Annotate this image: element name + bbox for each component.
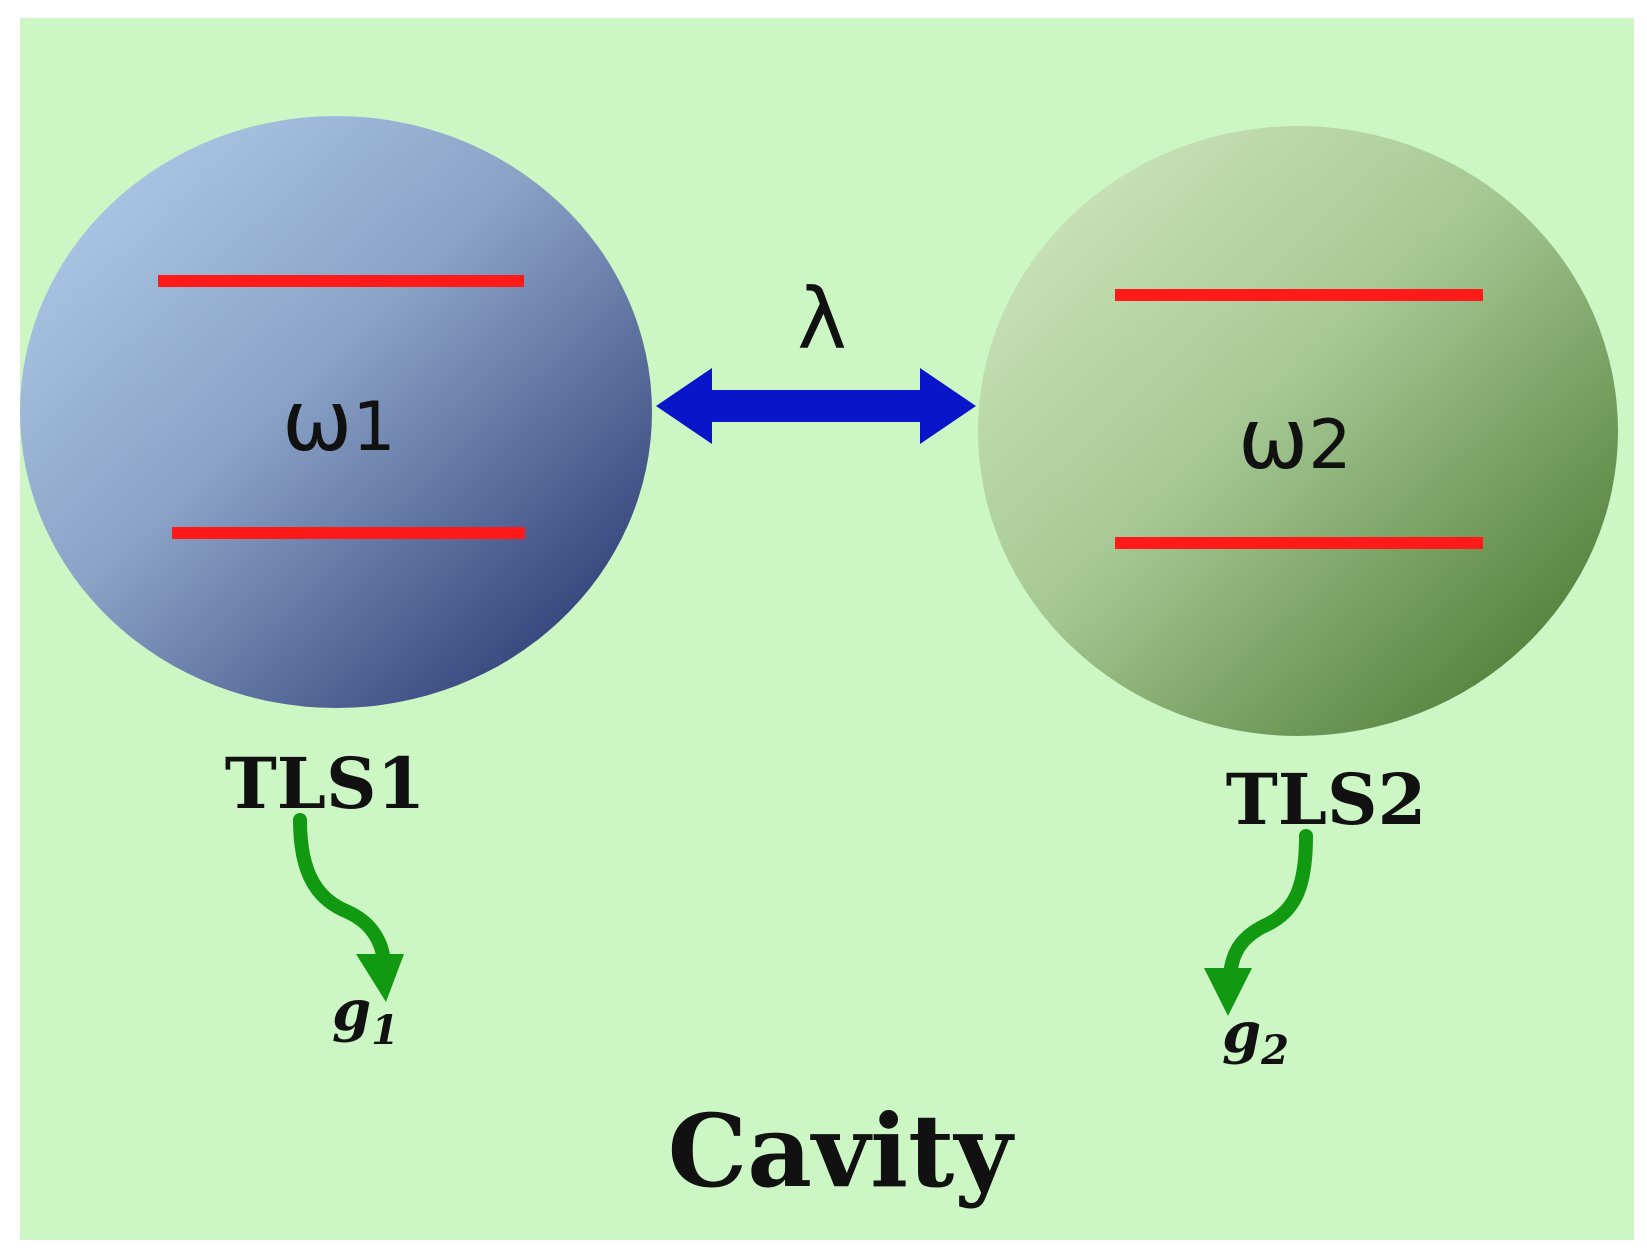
tls1-decay-index: 1 [371, 1007, 399, 1054]
tls1-frequency-symbol: ω [282, 372, 352, 470]
tls2-upper-level [1115, 289, 1483, 301]
tls2-frequency-index: 2 [1308, 406, 1351, 485]
tls2-label: TLS2 [1226, 758, 1427, 841]
tls1-decay-symbol: g [332, 978, 371, 1044]
tls1-frequency-index: 1 [352, 388, 395, 467]
tls1-frequency-label: ω1 [282, 372, 396, 470]
tls2-decay-arrow-curve [1223, 829, 1313, 983]
tls2-decay-arrow-head [1204, 968, 1252, 1016]
tls2-frequency-label: ω2 [1238, 390, 1352, 488]
tls2-decay-symbol: g [1222, 1000, 1261, 1066]
tls1-label: TLS1 [225, 742, 426, 825]
tls1-upper-level [158, 275, 524, 287]
tls1-decay-arrow-head [356, 954, 404, 1002]
coupling-arrow-shape [656, 368, 976, 444]
tls2-decay-label: g2 [1222, 1000, 1289, 1074]
tls2-sphere [978, 126, 1618, 736]
coupling-arrow: λ [656, 270, 976, 444]
tls1-sphere [20, 116, 652, 708]
tls1-group: ω1 [20, 116, 652, 708]
tls1-decay-label: g1 [332, 978, 399, 1054]
tls2-lower-level [1115, 537, 1483, 549]
tls1-lower-level [172, 527, 525, 539]
tls1-decay-arrow-curve [293, 813, 391, 969]
tls2-group: ω2 [978, 126, 1618, 736]
cavity-label: Cavity [668, 1092, 1016, 1210]
tls2-decay-arrow [1204, 829, 1313, 1016]
tls2-decay-index: 2 [1260, 1027, 1289, 1074]
coupling-symbol: λ [797, 270, 847, 368]
tls2-frequency-symbol: ω [1238, 390, 1308, 488]
tls1-decay-arrow [293, 813, 404, 1002]
